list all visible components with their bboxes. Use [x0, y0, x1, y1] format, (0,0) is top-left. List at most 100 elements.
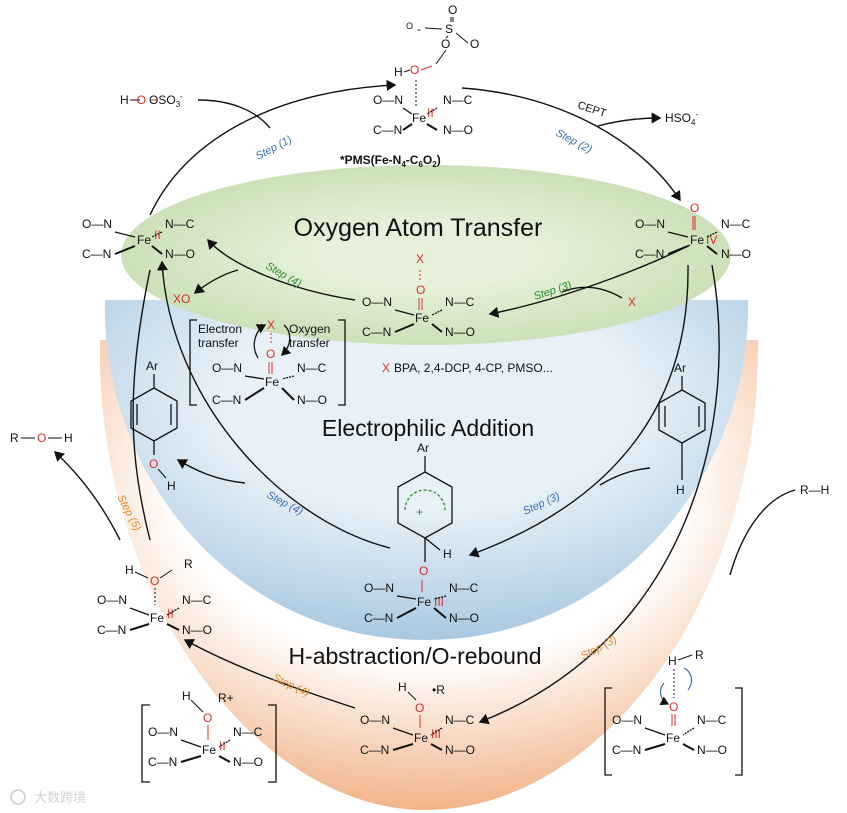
svg-text:O—N: O—N — [364, 581, 394, 595]
svg-text:O—N: O—N — [97, 593, 127, 607]
svg-text:Fe: Fe — [150, 611, 164, 625]
svg-text:*PMS(Fe-N4-C6O2): *PMS(Fe-N4-C6O2) — [340, 153, 441, 169]
fe-complex-left-roh: H O R — [125, 557, 193, 605]
svg-text:C—N: C—N — [364, 611, 393, 625]
svg-text:Electron: Electron — [198, 322, 242, 336]
svg-text:O—N: O—N — [82, 217, 112, 231]
svg-text:C—N: C—N — [373, 123, 402, 137]
svg-text:O: O — [416, 283, 425, 297]
title-electrophilic-addition: Electrophilic Addition — [322, 415, 534, 441]
outer-cycle-arrows — [53, 79, 796, 725]
svg-text:N—C: N—C — [297, 361, 327, 375]
svg-text:R: R — [10, 431, 19, 445]
svg-text:O—N: O—N — [362, 295, 392, 309]
svg-text:Fe: Fe — [412, 111, 426, 125]
svg-text:N—O: N—O — [449, 611, 479, 625]
svg-text:II: II — [167, 607, 174, 621]
svg-text:N—O: N—O — [165, 247, 195, 261]
svg-text:O: O — [669, 700, 678, 714]
svg-text:Fe: Fe — [417, 595, 431, 609]
fe-complex-left-bottom: Fe II O—N N—C C—N N—O — [97, 593, 212, 637]
svg-text:O: O — [150, 574, 159, 588]
svg-text:H: H — [394, 65, 403, 79]
reactant-rh: R—H — [800, 483, 829, 497]
svg-text:+: + — [416, 505, 423, 519]
cept-label: CEPT — [576, 99, 608, 120]
svg-text:N—C: N—C — [182, 593, 212, 607]
fe-complex-oat-center: X O Fe O—N N—C C—N N—O — [362, 252, 475, 339]
svg-text:Ar: Ar — [417, 441, 429, 455]
svg-text:O: O — [419, 564, 428, 578]
svg-text:O: O — [406, 21, 413, 31]
svg-text:III: III — [431, 727, 441, 741]
title-h-abstraction: H-abstraction/O-rebound — [288, 643, 541, 669]
svg-text:C—N: C—N — [82, 247, 111, 261]
fe-complex-ts: O Fe O—N N—C C—N N—O — [212, 347, 327, 407]
svg-text:O: O — [690, 201, 699, 215]
svg-text:S: S — [445, 22, 453, 36]
svg-text:H: H — [64, 431, 73, 445]
hso4-label: HSO4- — [665, 110, 698, 127]
svg-text:R: R — [184, 557, 193, 571]
svg-text:Ar: Ar — [146, 359, 158, 373]
svg-text:N—C: N—C — [443, 93, 473, 107]
svg-text:O—N: O—N — [635, 217, 665, 231]
svg-text:H: H — [182, 689, 191, 703]
svg-text:H: H — [125, 563, 134, 577]
svg-text:•R: •R — [432, 683, 445, 697]
svg-text:N—O: N—O — [721, 247, 751, 261]
svg-text:O: O — [266, 347, 275, 361]
bracket-r-plus: H O R+ — [141, 689, 277, 783]
svg-text:IV: IV — [706, 233, 717, 247]
svg-text:N—O: N—O — [233, 755, 263, 769]
svg-text:O—N: O—N — [373, 93, 403, 107]
step-label-blue-1: Step (1) — [254, 134, 294, 163]
svg-text:O—N: O—N — [612, 713, 642, 727]
svg-text:N—O: N—O — [182, 623, 212, 637]
svg-text:O: O — [470, 37, 479, 51]
svg-text:H: H — [167, 479, 176, 493]
svg-text:III: III — [434, 595, 444, 609]
svg-text:O: O — [149, 457, 158, 471]
bracket-h-abstraction-ts: H R O — [604, 648, 743, 776]
svg-text:O: O — [203, 711, 212, 725]
svg-text:N—C: N—C — [165, 217, 195, 231]
fe-complex-ea: Fe III O—N N—C C—N N—O — [364, 580, 479, 625]
svg-text:Fe: Fe — [202, 743, 216, 757]
svg-text:N—O: N—O — [443, 123, 473, 137]
molecule-ar-oh: Ar O H — [130, 359, 178, 493]
svg-text:Fe: Fe — [265, 375, 279, 389]
fe-complex-bracket-left: Fe II O—N N—C C—N N—O — [148, 725, 263, 769]
fe-complex-bottom-center: Fe III O—N N—C C—N N—O — [360, 713, 475, 757]
svg-text:C—N: C—N — [362, 325, 391, 339]
svg-text:O: O — [448, 3, 457, 17]
molecule-arenium: Ar + H O — [397, 441, 453, 578]
svg-text:HSO4-: HSO4- — [665, 110, 698, 127]
svg-text:N—O: N—O — [297, 393, 327, 407]
svg-text:Oxygen: Oxygen — [289, 322, 330, 336]
molecule-ar-h: Ar H — [658, 361, 706, 497]
svg-text:II: II — [154, 228, 161, 242]
sulfate-group: O - O O O S O H — [394, 3, 479, 106]
step-label-blue-2: Step (2) — [554, 127, 594, 156]
svg-text:II: II — [219, 739, 226, 753]
svg-text:N—O: N—O — [445, 325, 475, 339]
svg-text:N—C: N—C — [697, 713, 727, 727]
svg-text:N—C: N—C — [721, 217, 751, 231]
svg-text:N—C: N—C — [445, 295, 475, 309]
svg-text:R: R — [695, 648, 704, 662]
svg-text:-: - — [417, 22, 421, 36]
svg-text:O: O — [441, 37, 450, 51]
svg-text:Ar: Ar — [674, 361, 686, 375]
svg-text:Fe: Fe — [414, 731, 428, 745]
fe-complex-pms: Fe II O—N N—C C—N N—O — [373, 93, 473, 137]
product-roh: R O H — [10, 431, 73, 445]
svg-text:H: H — [676, 483, 685, 497]
svg-text:Fe: Fe — [415, 311, 429, 325]
substrate-x: X — [628, 295, 636, 309]
svg-text:O: O — [410, 63, 419, 77]
pms-formula: *PMS(Fe-N4-C6O2) — [340, 153, 441, 169]
svg-text:X: X — [267, 318, 275, 332]
